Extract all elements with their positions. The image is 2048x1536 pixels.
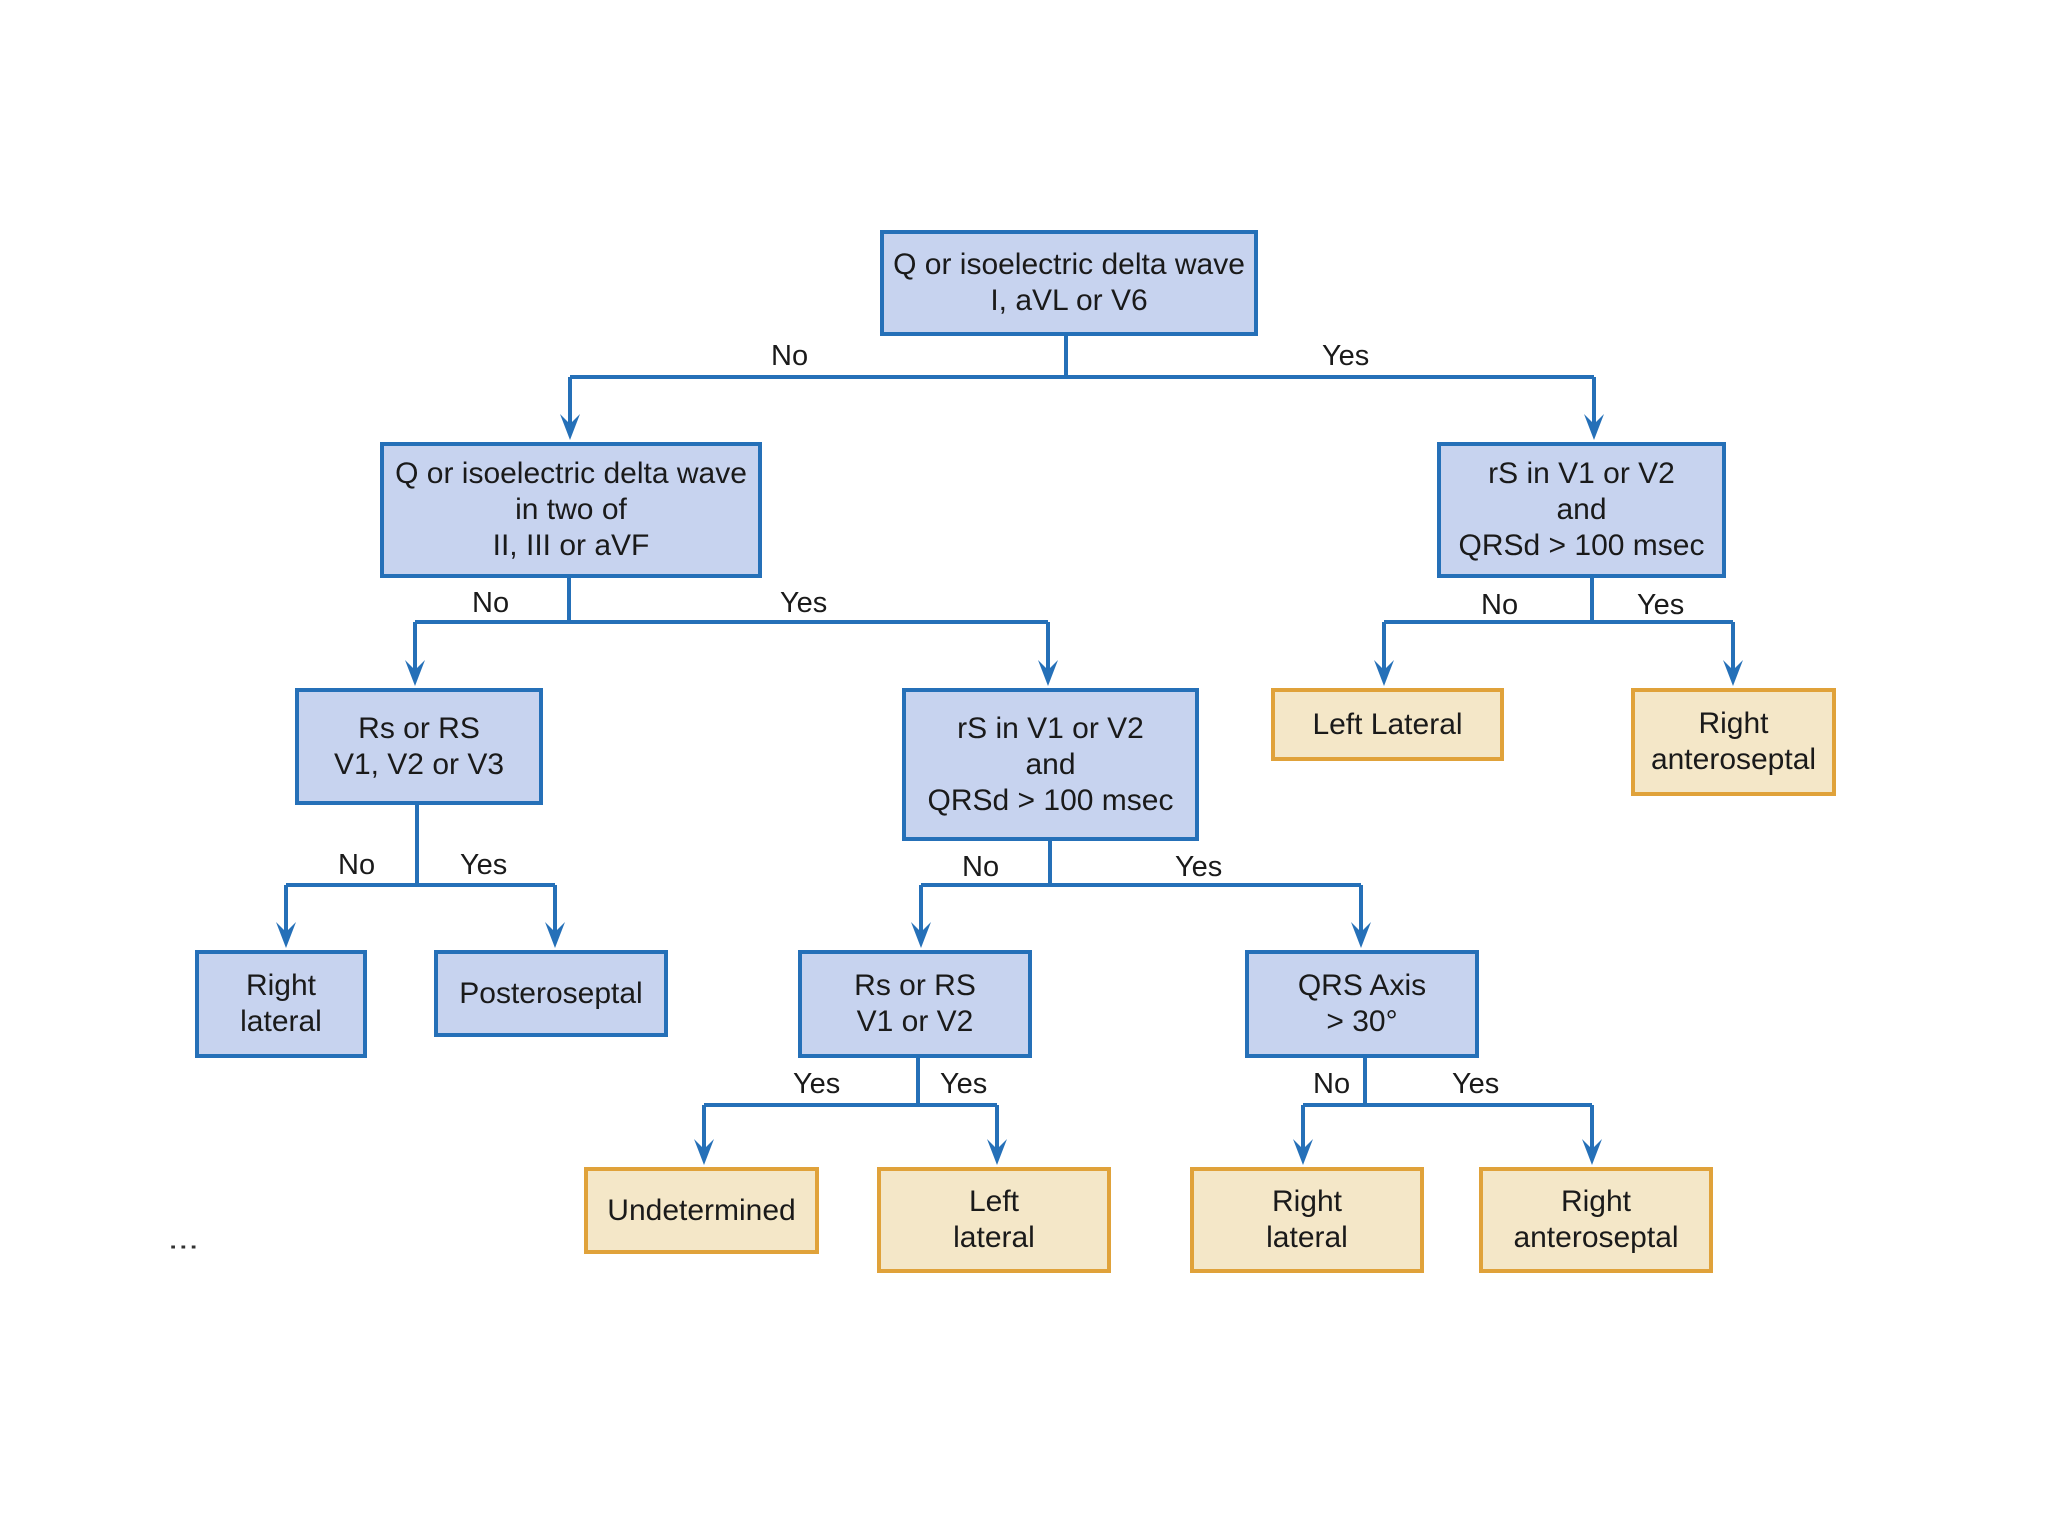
node-text-line: anteroseptal bbox=[1513, 1221, 1679, 1254]
node-text-line: Right bbox=[1698, 707, 1769, 740]
edge-label-v12-right-yes: Yes bbox=[940, 1068, 988, 1100]
connector-root-arrow-left bbox=[560, 414, 580, 440]
connector-inferior-lines bbox=[413, 578, 1050, 678]
node-text-line: Q or isoelectric delta wave bbox=[893, 248, 1245, 281]
connector-axis-arrow-right bbox=[1582, 1139, 1602, 1165]
connector-v123-lines bbox=[284, 805, 557, 940]
node-posteroseptal: Posteroseptal bbox=[434, 950, 668, 1037]
connector-v123-arrow-left bbox=[276, 922, 296, 948]
edge-label-right-yes: Yes bbox=[1637, 589, 1685, 621]
node-left-lateral-top: Left Lateral bbox=[1271, 688, 1504, 761]
node-text-line: Rs or RS bbox=[358, 711, 480, 745]
node-text-line: and bbox=[1025, 747, 1076, 781]
edge-label-v123-yes: Yes bbox=[460, 849, 508, 881]
node-text-line: Right bbox=[1560, 1185, 1632, 1218]
edge-label-middle-yes: Yes bbox=[1175, 851, 1223, 883]
node-text-line: > 30° bbox=[1326, 1005, 1398, 1038]
connector-v12-lines bbox=[702, 1058, 999, 1157]
node-text-line: QRSd > 100 msec bbox=[927, 783, 1174, 817]
connector-middle-lines bbox=[919, 841, 1363, 940]
node-text-line: Q or isoelectric delta wave bbox=[395, 457, 747, 490]
edge-label-right-no: No bbox=[1481, 589, 1519, 621]
node-text-line: II, III or aVF bbox=[492, 529, 650, 562]
edge-label-axis-yes: Yes bbox=[1452, 1068, 1500, 1100]
node-text-line: QRSd > 100 msec bbox=[1458, 529, 1705, 562]
node-text-line: and bbox=[1556, 493, 1607, 526]
edge-label-inferior-no: No bbox=[472, 587, 510, 619]
node-text-line: Right bbox=[1271, 1185, 1343, 1218]
edge-label-root-no: No bbox=[771, 340, 809, 372]
node-text-line: Posteroseptal bbox=[459, 976, 643, 1010]
connector-inferior-arrow-right bbox=[1038, 660, 1058, 686]
connector-v12-arrow-left bbox=[694, 1139, 714, 1165]
connector-v12-arrow-right bbox=[987, 1139, 1007, 1165]
node-text-line: rS in V1 or V2 bbox=[957, 711, 1144, 745]
edge-label-axis-no: No bbox=[1313, 1068, 1351, 1100]
edge-label-middle-no: No bbox=[962, 851, 1000, 883]
edge-label-root-yes: Yes bbox=[1322, 340, 1370, 372]
node-text-line: Left bbox=[968, 1185, 1020, 1218]
ellipsis-mark: ⋮ bbox=[167, 1232, 200, 1264]
node-text-line: V1, V2 or V3 bbox=[333, 747, 505, 781]
node-text-line: Right bbox=[245, 969, 317, 1002]
connector-right-lines bbox=[1382, 578, 1735, 678]
connector-inferior-arrow-left bbox=[405, 660, 425, 686]
node-text-line: Rs or RS bbox=[854, 969, 976, 1002]
connector-right-arrow-right bbox=[1723, 660, 1743, 686]
edge-label-v12-left-yes: Yes bbox=[793, 1068, 841, 1100]
node-undetermined: Undetermined bbox=[584, 1167, 819, 1254]
connector-axis-arrow-left bbox=[1293, 1139, 1313, 1165]
node-text-line: QRS Axis bbox=[1297, 969, 1427, 1002]
node-text-line: lateral bbox=[240, 1005, 322, 1038]
connector-root-arrow-right bbox=[1584, 414, 1604, 440]
connector-axis-lines bbox=[1301, 1058, 1594, 1157]
node-text-line: I, aVL or V6 bbox=[990, 284, 1148, 317]
connector-middle-arrow-left bbox=[911, 922, 931, 948]
node-text-line: rS in V1 or V2 bbox=[1488, 457, 1675, 490]
node-text-line: anteroseptal bbox=[1650, 743, 1817, 776]
node-text-line: V1 or V2 bbox=[856, 1005, 974, 1038]
connector-right-arrow-left bbox=[1374, 660, 1394, 686]
edge-label-inferior-yes: Yes bbox=[780, 587, 828, 619]
node-text-line: Left Lateral bbox=[1312, 707, 1463, 741]
node-text-line: lateral bbox=[1266, 1221, 1348, 1254]
node-qrs-axis: QRS Axis> 30° bbox=[1245, 950, 1479, 1058]
connector-v123-arrow-right bbox=[545, 922, 565, 948]
connector-middle-arrow-right bbox=[1351, 922, 1371, 948]
node-text-line: lateral bbox=[953, 1221, 1035, 1254]
connector-root-lines bbox=[568, 336, 1596, 432]
edge-label-v123-no: No bbox=[338, 849, 376, 881]
node-text-line: in two of bbox=[515, 493, 627, 526]
node-text-line: Undetermined bbox=[607, 1193, 796, 1227]
